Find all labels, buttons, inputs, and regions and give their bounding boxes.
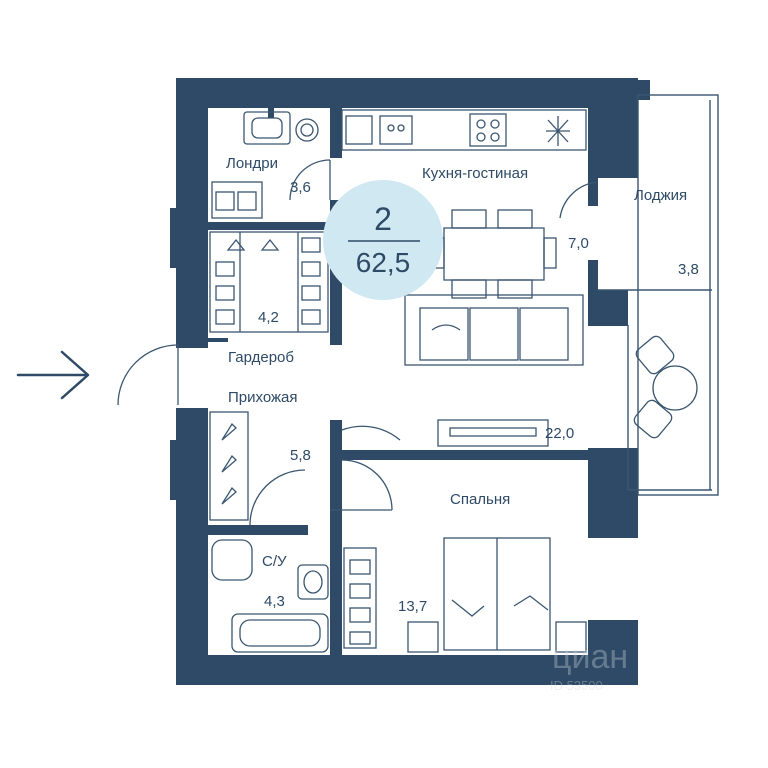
bathroom-fixtures [211,539,329,653]
loggia-frame [598,94,719,496]
hall-fixtures [209,411,401,526]
badge-circle [323,180,443,300]
outer-walls [170,78,650,685]
arrow-right-icon [16,350,90,400]
room-name-bedroom: Спальня [450,491,510,508]
room-name-hall: Прихожая [228,389,298,406]
entrance-door [117,344,179,406]
kitchen-fixtures [341,109,599,447]
room-labels: Лондри 3,6 Кухня-гостиная 22,0 Лоджия 3,… [226,155,699,615]
total-area: 62,5 [356,247,411,278]
room-name-loggia: Лоджия [634,187,687,204]
bedroom-fixtures [343,537,587,653]
loggia-furniture [633,335,698,439]
room-area-bathroom: 4,3 [264,593,285,610]
room-area-bedroom: 13,7 [398,598,427,615]
room-area-laundry: 3,6 [290,179,311,196]
watermark-id: ID 53500 [550,678,603,693]
room-area-loggia: 3,8 [678,261,699,278]
watermark: циан ID 53500 [550,638,628,693]
apartment-badge: 2 62,5 [323,180,443,300]
room-name-wardrobe: Гардероб [228,349,294,366]
room-area-wardrobe: 4,2 [258,309,279,326]
wardrobe-fixtures [209,231,329,333]
laundry-fixtures [211,111,331,219]
room-area-loggia-entry: 7,0 [568,235,589,252]
watermark-brand: циан [552,638,628,676]
room-area-hall: 5,8 [290,447,311,464]
room-count: 2 [374,201,392,237]
room-name-bathroom: С/У [262,553,287,570]
room-area-kitchen: 22,0 [545,425,574,442]
room-name-kitchen: Кухня-гостиная [422,165,528,182]
room-name-laundry: Лондри [226,155,278,172]
